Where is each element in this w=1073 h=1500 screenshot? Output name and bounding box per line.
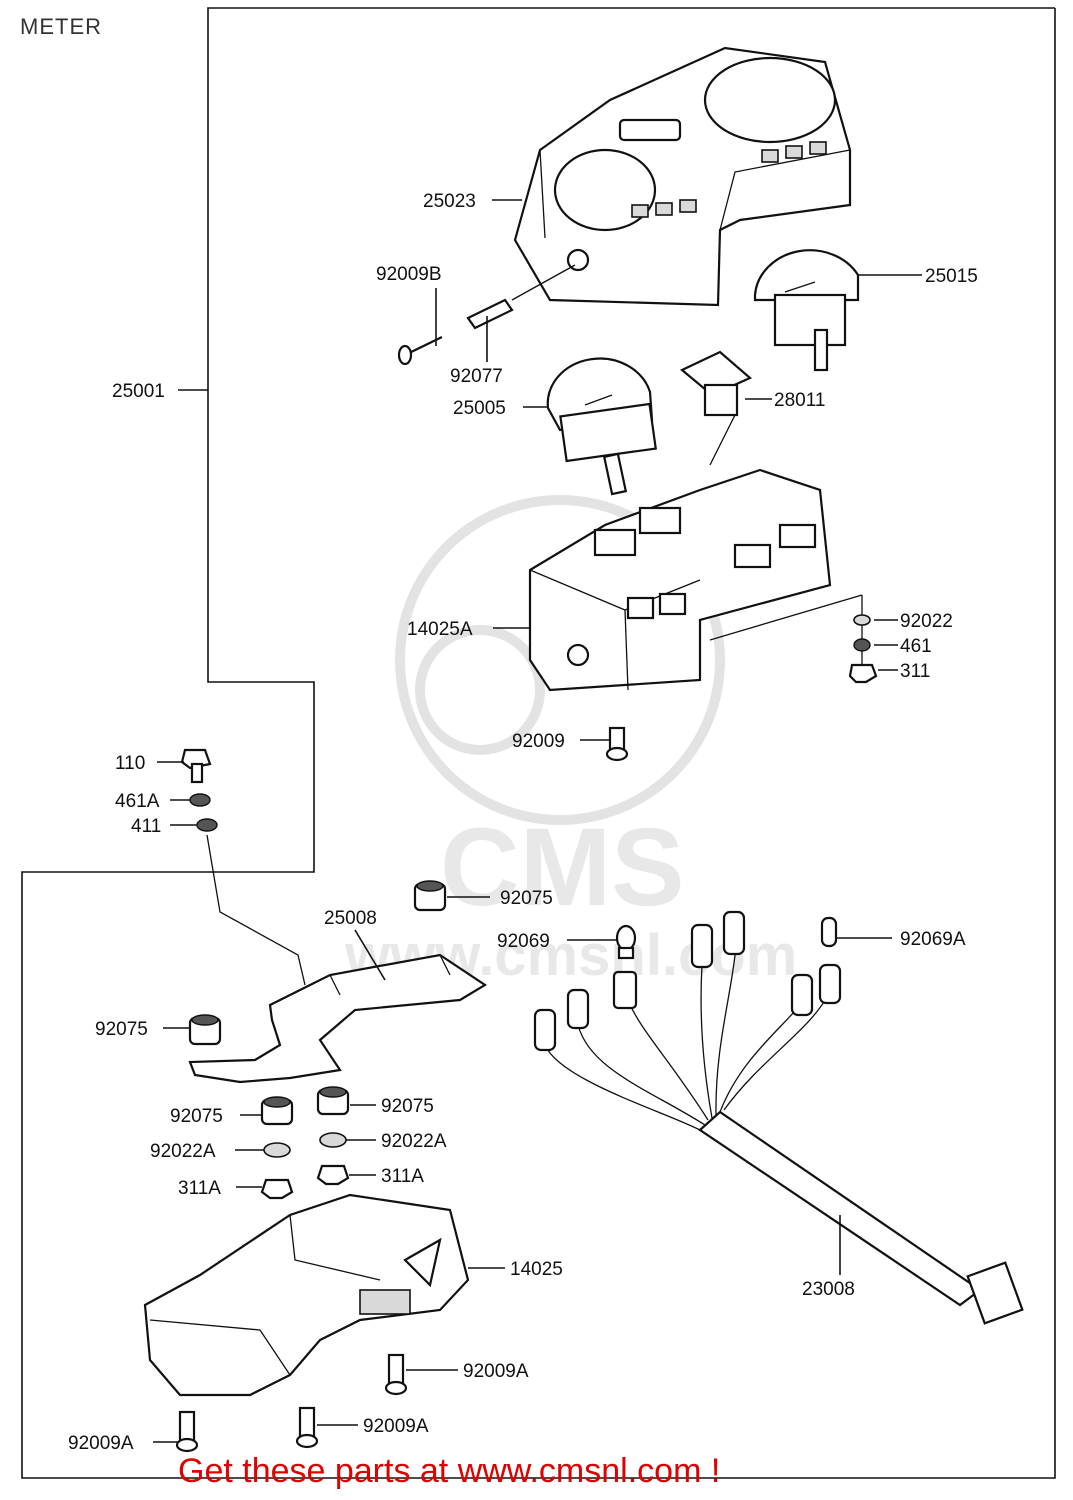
part-indicator-socket xyxy=(679,350,753,466)
part-screw-92009 xyxy=(605,726,629,762)
label-92075-left: 92075 xyxy=(95,1019,148,1040)
label-92009B: 92009B xyxy=(376,264,442,285)
label-14025A: 14025A xyxy=(407,619,473,640)
part-grommet-top xyxy=(413,880,447,912)
label-311A-left: 311A xyxy=(178,1178,221,1199)
part-nut-311A-left xyxy=(260,1178,294,1200)
label-411: 411 xyxy=(131,816,161,837)
part-speedometer xyxy=(546,357,658,496)
label-92009A-left: 92009A xyxy=(68,1433,134,1454)
label-92022A-right: 92022A xyxy=(381,1131,447,1152)
part-washer-411 xyxy=(196,818,218,832)
watermark: CMS www.cmsnl.com xyxy=(344,495,797,988)
part-bushing-92077 xyxy=(466,264,576,330)
part-bulb-92069 xyxy=(615,924,637,960)
label-25008: 25008 xyxy=(324,908,377,929)
label-23008: 23008 xyxy=(802,1279,855,1300)
footer-promo-link[interactable]: Get these parts at www.cmsnl.com ! xyxy=(178,1452,721,1490)
label-92022A-left: 92022A xyxy=(150,1141,216,1162)
label-28011: 28011 xyxy=(774,390,825,411)
part-upper-meter-case xyxy=(513,46,852,307)
part-grommet-center-right xyxy=(316,1086,350,1116)
label-110: 110 xyxy=(115,753,145,774)
part-grommet-center-left xyxy=(260,1096,294,1126)
watermark-text: CMS xyxy=(440,806,684,929)
part-screw-92009A-right xyxy=(384,1353,408,1396)
label-92069: 92069 xyxy=(497,931,550,952)
label-92022: 92022 xyxy=(900,611,953,632)
part-washer-92022 xyxy=(853,614,871,626)
part-lower-case xyxy=(143,1193,470,1397)
part-washer-92022A-right xyxy=(319,1132,347,1148)
part-lock-washer-461A xyxy=(189,793,211,807)
label-92075-center-right: 92075 xyxy=(381,1096,434,1117)
label-92075-top: 92075 xyxy=(500,888,553,909)
part-bracket-25008 xyxy=(188,953,488,1084)
part-screw-92009A-left xyxy=(175,1410,199,1453)
part-bolt-110 xyxy=(180,748,212,784)
label-25001: 25001 xyxy=(112,381,165,402)
part-grommet-left xyxy=(188,1014,222,1046)
part-middle-case xyxy=(528,468,863,692)
label-311: 311 xyxy=(900,661,930,682)
part-lock-washer-461 xyxy=(853,638,871,652)
bolt-guide-line xyxy=(206,834,306,986)
label-14025: 14025 xyxy=(510,1259,563,1280)
part-nut-311 xyxy=(848,663,878,684)
part-bulb-92069A xyxy=(820,916,838,948)
label-25005: 25005 xyxy=(453,398,506,419)
part-washer-92022A-left xyxy=(263,1142,291,1158)
label-461A: 461A xyxy=(115,791,160,812)
leader-lines xyxy=(153,199,922,1443)
label-461: 461 xyxy=(900,636,932,657)
diagram-title: METER xyxy=(20,14,102,39)
label-92069A: 92069A xyxy=(900,929,966,950)
label-92009: 92009 xyxy=(512,731,565,752)
label-92009A-center: 92009A xyxy=(363,1416,429,1437)
part-wiring-harness xyxy=(533,910,1024,1325)
assembly-outline-25001 xyxy=(21,7,1056,1479)
label-92075-center-left: 92075 xyxy=(170,1106,223,1127)
part-screw-92009A-center xyxy=(295,1406,319,1449)
label-311A-right: 311A xyxy=(381,1166,424,1187)
part-tachometer xyxy=(753,249,860,372)
label-92077: 92077 xyxy=(450,366,503,387)
label-25023: 25023 xyxy=(423,191,476,212)
label-25015: 25015 xyxy=(925,266,978,287)
part-nut-311A-right xyxy=(316,1164,350,1186)
label-92009A-right: 92009A xyxy=(463,1361,529,1382)
